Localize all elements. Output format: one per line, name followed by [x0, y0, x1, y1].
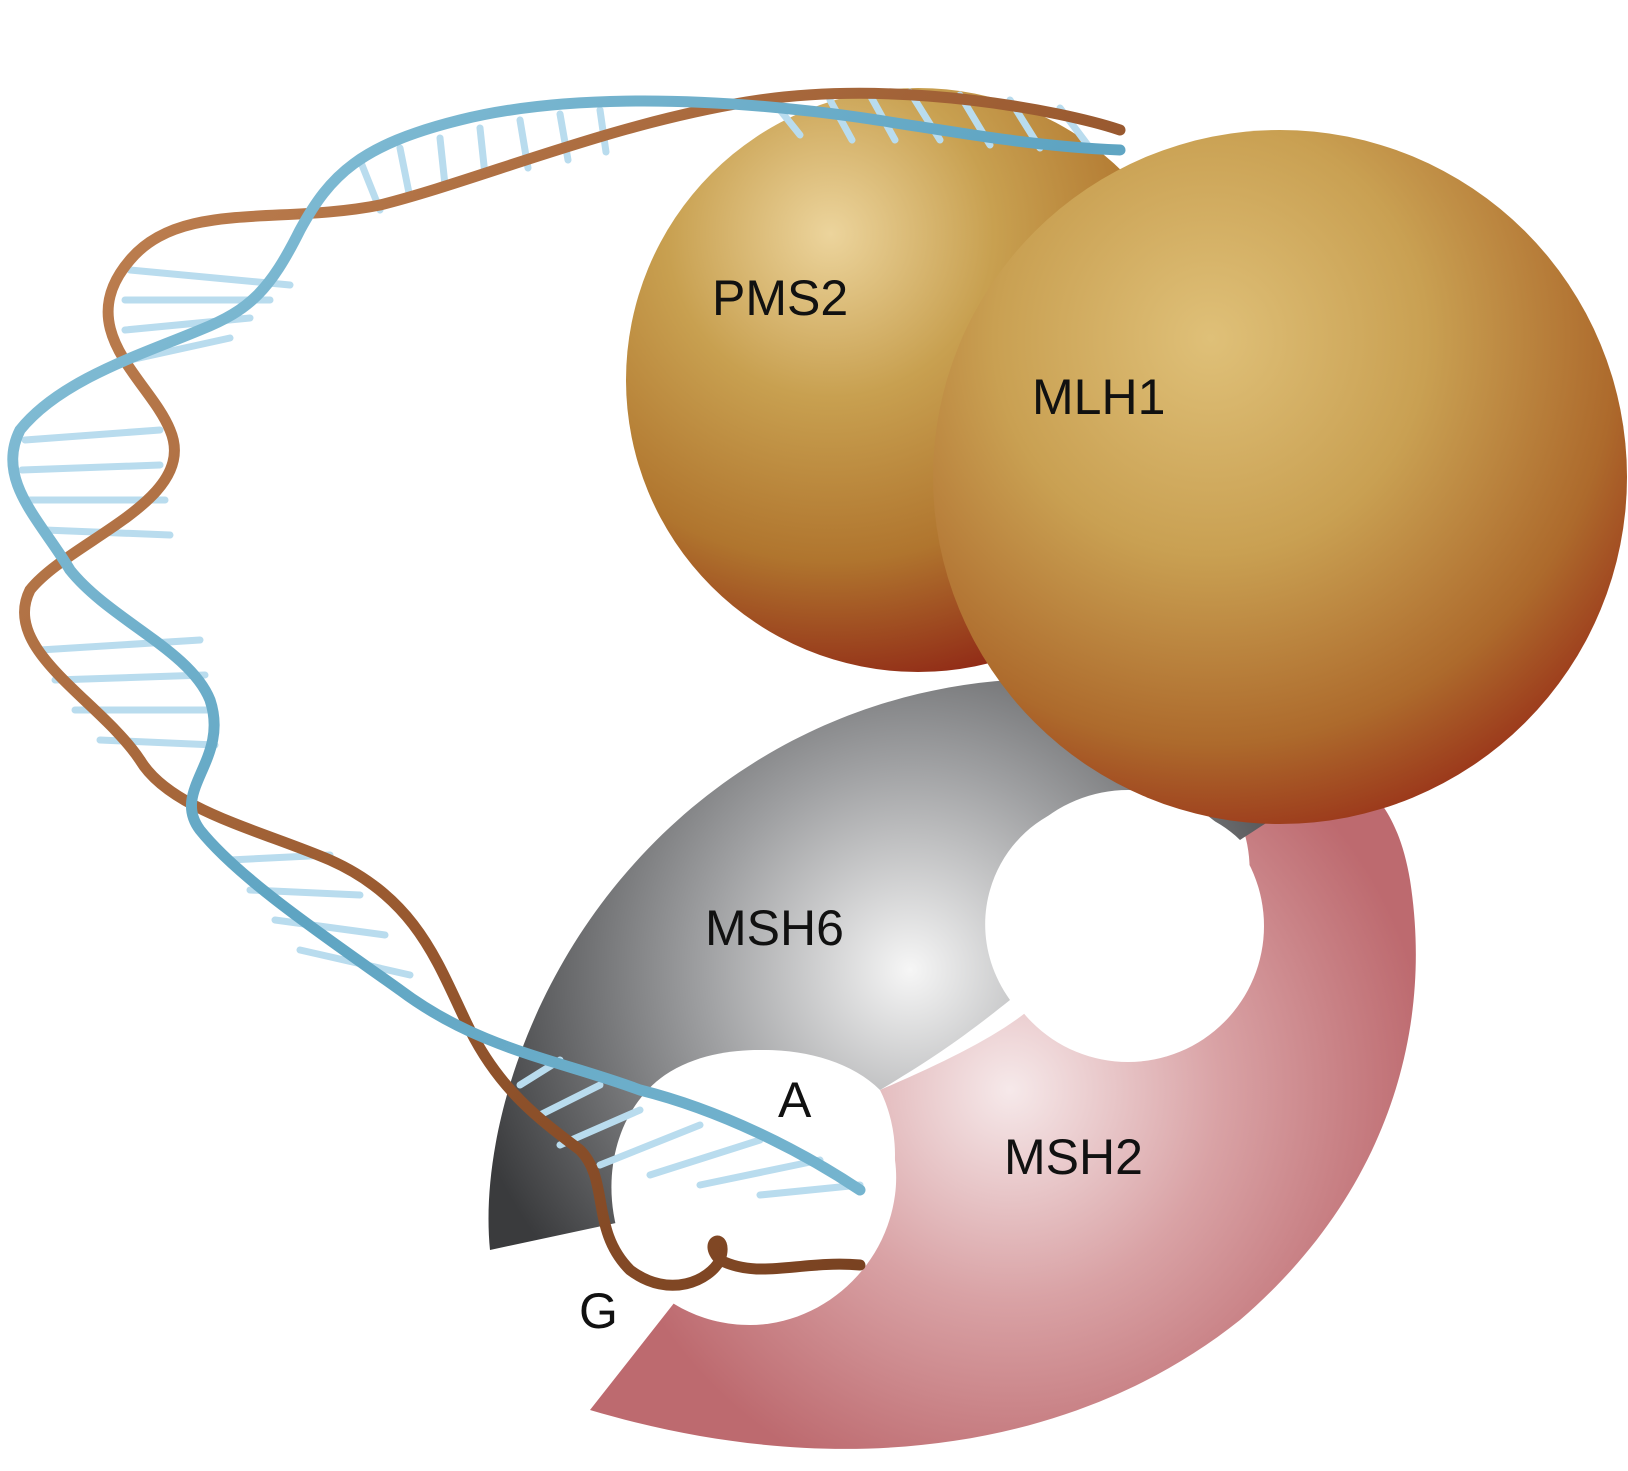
pms2-label: PMS2: [712, 270, 848, 326]
mlh1-label: MLH1: [1032, 369, 1165, 425]
msh2-subunit: [590, 772, 1416, 1449]
msh6-label: MSH6: [705, 900, 844, 956]
msh2-label: MSH2: [1004, 1129, 1143, 1185]
msh6-subunit: [488, 678, 1360, 1250]
base-g-label: G: [579, 1283, 618, 1339]
dna-strand-brown: [19, 87, 1126, 1291]
dna-double-helix: [7, 87, 1126, 1291]
base-a-label: A: [778, 1072, 812, 1128]
mismatch-binding-pocket: [611, 1050, 897, 1325]
dna-strand-blue: [7, 95, 1126, 1196]
msh-channel-hole: [992, 790, 1264, 1062]
mlh1-sphere: [933, 130, 1627, 824]
